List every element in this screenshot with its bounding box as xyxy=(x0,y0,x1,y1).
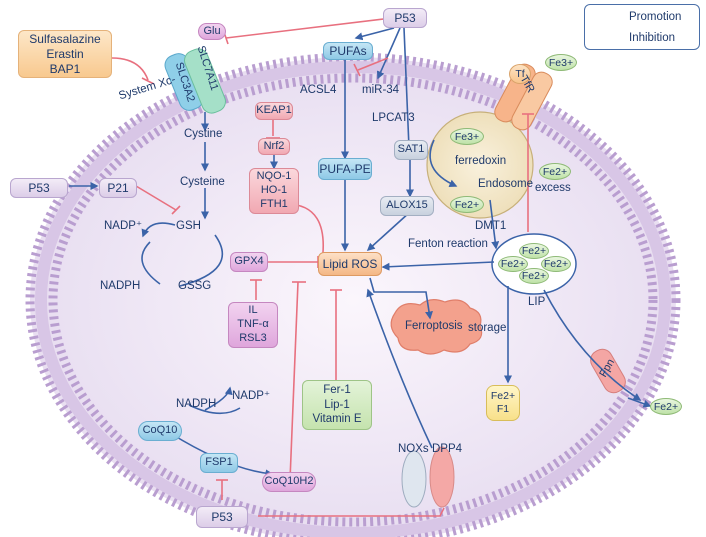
fe2-exported: Fe2+ xyxy=(650,398,682,415)
membrane xyxy=(25,52,681,537)
glu-node: Glu xyxy=(198,23,226,40)
excess-label: excess xyxy=(535,182,571,194)
il-tnf-rsl3-node: IL TNF-α RSL3 xyxy=(228,302,278,348)
storage-label: storage xyxy=(468,322,507,334)
fe3-top: Fe3+ xyxy=(545,54,577,71)
cysteine-label: Cysteine xyxy=(180,176,225,188)
gsh-label: GSH xyxy=(176,220,201,232)
p53-left-node: P53 xyxy=(10,178,68,198)
p53-top-node: P53 xyxy=(383,8,427,28)
fer1-lip1-vite-node: Fer-1 Lip-1 Vitamin E xyxy=(302,380,372,430)
sat1-node: SAT1 xyxy=(394,140,428,160)
system-xc-transporter xyxy=(164,48,226,114)
ferroptosis-cloud xyxy=(390,299,483,355)
nqo-ho-fth-node: NQO-1 HO-1 FTH1 xyxy=(249,168,299,214)
gssg-label: GSSG xyxy=(178,280,212,292)
promotion-arrows xyxy=(69,27,652,478)
ferroptosis-label: Ferroptosis xyxy=(405,320,463,332)
lpcat3-label: LPCAT3 xyxy=(372,112,415,124)
f1-fe2-label: Fe2+ xyxy=(490,389,516,402)
ferredoxin-label: ferredoxin xyxy=(455,155,507,167)
dpp4-label: DPP4 xyxy=(432,443,463,455)
tf-node: Tf xyxy=(509,64,531,84)
ferritin-f1-node: Fe2+ F1 xyxy=(486,385,520,421)
gpx4-node: GPX4 xyxy=(230,252,268,272)
fe3-endosome: Fe3+ xyxy=(450,128,484,145)
dpp4-protein xyxy=(429,446,455,508)
lip-fe2-1: Fe2+ xyxy=(519,243,549,259)
fe2-endosome: Fe2+ xyxy=(450,196,484,213)
lip-fe2-3: Fe2+ xyxy=(541,256,571,272)
noxs-label: NOXs xyxy=(398,443,429,455)
keap1-node: KEAP1 xyxy=(255,102,293,120)
legend: Promotion Inhibition xyxy=(584,4,700,50)
coq10h2-node: CoQ10H2 xyxy=(262,472,316,492)
p53-bottom-node: P53 xyxy=(196,506,248,528)
endosome-label: Endosome xyxy=(478,178,533,190)
alox15-node: ALOX15 xyxy=(380,196,434,216)
lip-fe2-4: Fe2+ xyxy=(519,268,549,284)
pufa-pe-node: PUFA-PE xyxy=(318,158,372,180)
coq10-node: CoQ10 xyxy=(138,421,182,441)
mir34-label: miR-34 xyxy=(362,84,400,96)
fe2-excess: Fe2+ xyxy=(539,163,571,180)
fenton-label: Fenton reaction xyxy=(408,238,488,250)
nadp-bottom-label: NADP⁺ xyxy=(232,390,271,402)
acsl4-label: ACSL4 xyxy=(300,84,337,96)
lip-fe2-2: Fe2+ xyxy=(498,256,528,272)
legend-inhibition: Inhibition xyxy=(629,32,676,44)
fsp1-node: FSP1 xyxy=(200,453,238,473)
p21-node: P21 xyxy=(99,178,137,198)
legend-promotion: Promotion xyxy=(629,11,682,23)
nadph-left-label: NADPH xyxy=(100,280,141,292)
lip-pool xyxy=(491,233,577,295)
lip-label: LIP xyxy=(528,296,546,308)
cystine-label: Cystine xyxy=(184,128,223,140)
dmt1-label: DMT1 xyxy=(475,220,507,232)
lipid-ros-node: Lipid ROS xyxy=(318,252,382,276)
nadp-left-label: NADP⁺ xyxy=(104,220,143,232)
nrf2-node: Nrf2 xyxy=(258,138,290,155)
nadph-bottom-label: NADPH xyxy=(176,398,217,410)
noxs-protein xyxy=(401,450,427,508)
inhibitors-box: Sulfasalazine Erastin BAP1 xyxy=(18,30,112,78)
pufas-node: PUFAs xyxy=(323,42,373,60)
f1-label: F1 xyxy=(496,403,510,415)
